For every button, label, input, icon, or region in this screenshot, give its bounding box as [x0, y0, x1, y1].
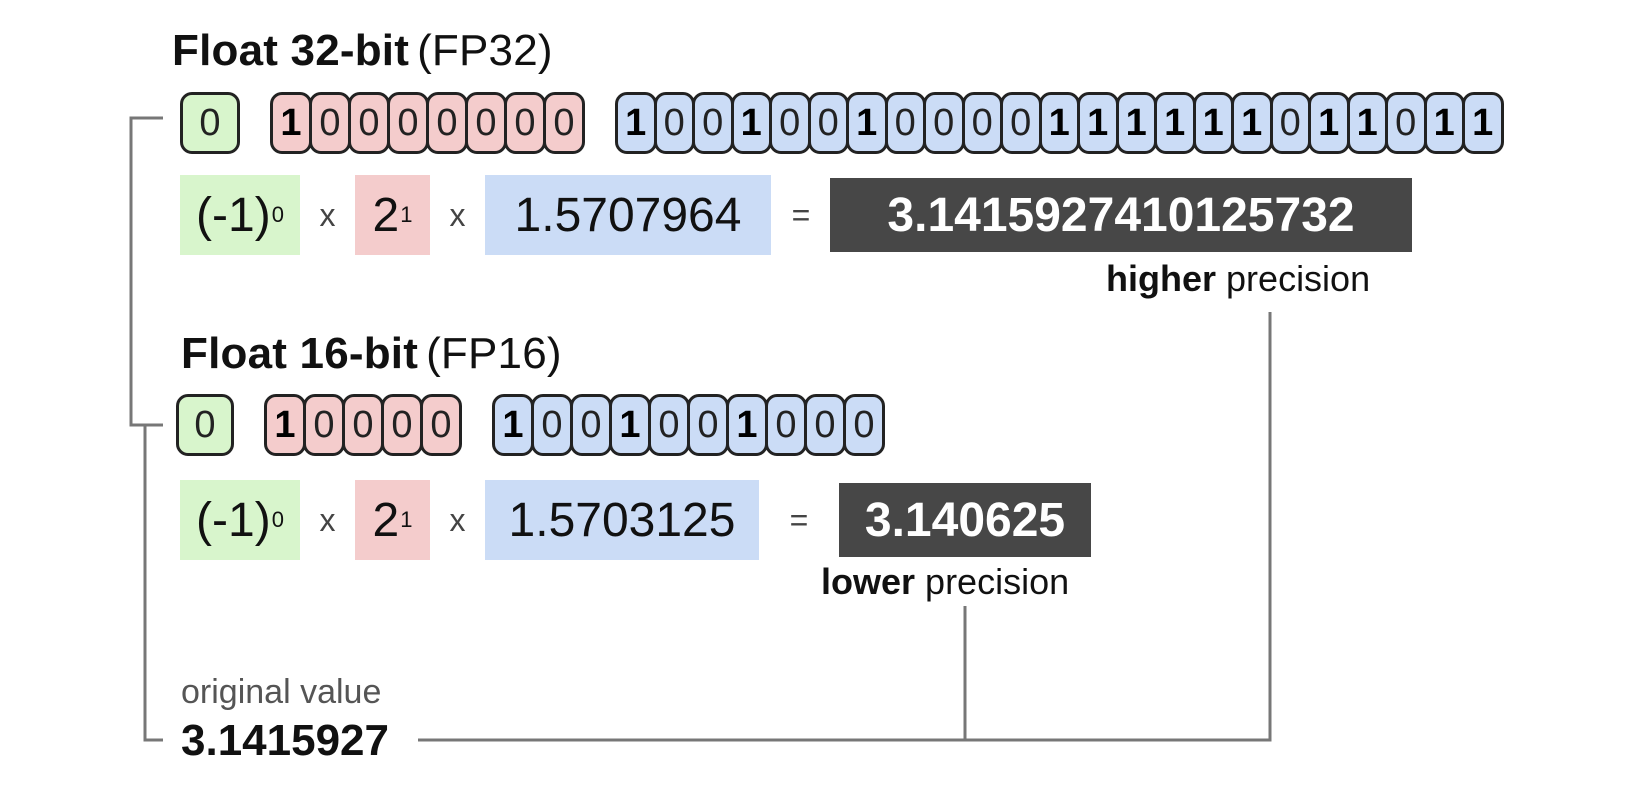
bit-0: 0: [387, 92, 429, 154]
original-connector: [418, 312, 1272, 742]
bit-1: 1: [615, 92, 657, 154]
fp32-sign-power: 0: [271, 202, 284, 227]
bit-0: 0: [692, 92, 734, 154]
bit-0: 0: [420, 394, 462, 456]
bit-1: 1: [1115, 92, 1157, 154]
original-value-label: original value: [181, 673, 382, 711]
bit-0: 0: [465, 92, 507, 154]
fp16-exp-base: 2: [372, 493, 400, 547]
fp16-sign-bits: 0: [176, 394, 234, 456]
bit-0: 0: [348, 92, 390, 154]
bit-1: 1: [1423, 92, 1465, 154]
bit-0: 0: [807, 92, 849, 154]
bit-0: 0: [426, 92, 468, 154]
fp16-sign-power: 0: [271, 507, 284, 532]
bit-1: 1: [1462, 92, 1504, 154]
bit-0: 0: [176, 394, 234, 456]
bit-0: 0: [570, 394, 612, 456]
bit-1: 1: [846, 92, 888, 154]
times-symbol: x: [449, 501, 466, 538]
fp32-result: 3.1415927410125732: [830, 178, 1412, 252]
bit-0: 0: [648, 394, 690, 456]
bit-1: 1: [1038, 92, 1080, 154]
bit-1: 1: [1231, 92, 1273, 154]
bit-0: 0: [504, 92, 546, 154]
bit-0: 0: [653, 92, 695, 154]
times-symbol: x: [449, 196, 466, 233]
original-bracket: [143, 423, 163, 742]
fp32-title: Float 32-bit(FP32): [172, 26, 553, 76]
fp16-exp-power: 1: [400, 507, 413, 532]
fp16-sign-base: (-1): [196, 493, 271, 547]
bit-0: 0: [765, 394, 807, 456]
bit-0: 0: [303, 394, 345, 456]
fp16-sign-term: (-1)0: [180, 480, 300, 560]
bit-0: 0: [381, 394, 423, 456]
original-value: 3.1415927: [181, 716, 389, 765]
fp32-fp16-bracket: [129, 116, 163, 427]
bit-0: 0: [884, 92, 926, 154]
times-symbol: x: [319, 196, 336, 233]
fp16-precision-bold: lower: [821, 561, 916, 602]
fp16-precision-text: precision: [925, 561, 1070, 602]
fp32-mantissa-term: 1.5707964: [485, 175, 771, 255]
bit-0: 0: [961, 92, 1003, 154]
bit-1: 1: [1192, 92, 1234, 154]
fp16-title-text: Float 16-bit: [181, 329, 419, 378]
bit-0: 0: [342, 394, 384, 456]
bit-1: 1: [1077, 92, 1119, 154]
bit-0: 0: [543, 92, 585, 154]
bit-0: 0: [769, 92, 811, 154]
fp32-precision-bold: higher: [1106, 258, 1217, 299]
fp16-precision-caption: lower precision: [821, 561, 1069, 603]
bit-1: 1: [1308, 92, 1350, 154]
fp32-subtitle: (FP32): [417, 26, 553, 75]
fp32-precision-text: precision: [1226, 258, 1371, 299]
bit-0: 0: [843, 394, 885, 456]
fp32-precision-caption: higher precision: [1106, 258, 1370, 300]
bit-1: 1: [730, 92, 772, 154]
bit-0: 0: [687, 394, 729, 456]
bit-0: 0: [1000, 92, 1042, 154]
fp32-title-text: Float 32-bit: [172, 26, 410, 75]
bit-1: 1: [264, 394, 306, 456]
bit-0: 0: [1385, 92, 1427, 154]
bit-1: 1: [1154, 92, 1196, 154]
bit-1: 1: [270, 92, 312, 154]
equals-symbol: =: [791, 196, 811, 233]
fp32-sign-bits: 0: [180, 92, 240, 154]
fp16-title: Float 16-bit(FP16): [181, 329, 562, 379]
fp32-sign-term: (-1)0: [180, 175, 300, 255]
bit-1: 1: [726, 394, 768, 456]
fp16-mantissa-term: 1.5703125: [485, 480, 759, 560]
bit-0: 0: [1269, 92, 1311, 154]
fp32-exp-base: 2: [372, 188, 400, 242]
bit-0: 0: [309, 92, 351, 154]
bit-0: 0: [180, 92, 240, 154]
bit-0: 0: [531, 394, 573, 456]
bit-1: 1: [1346, 92, 1388, 154]
fp32-exp-power: 1: [400, 202, 413, 227]
fp32-sign-base: (-1): [196, 188, 271, 242]
fp16-result: 3.140625: [839, 483, 1091, 557]
bit-1: 1: [609, 394, 651, 456]
times-symbol: x: [319, 501, 336, 538]
bit-0: 0: [804, 394, 846, 456]
fp16-subtitle: (FP16): [426, 329, 562, 378]
bit-1: 1: [492, 394, 534, 456]
equals-symbol: =: [789, 501, 809, 538]
bit-0: 0: [923, 92, 965, 154]
